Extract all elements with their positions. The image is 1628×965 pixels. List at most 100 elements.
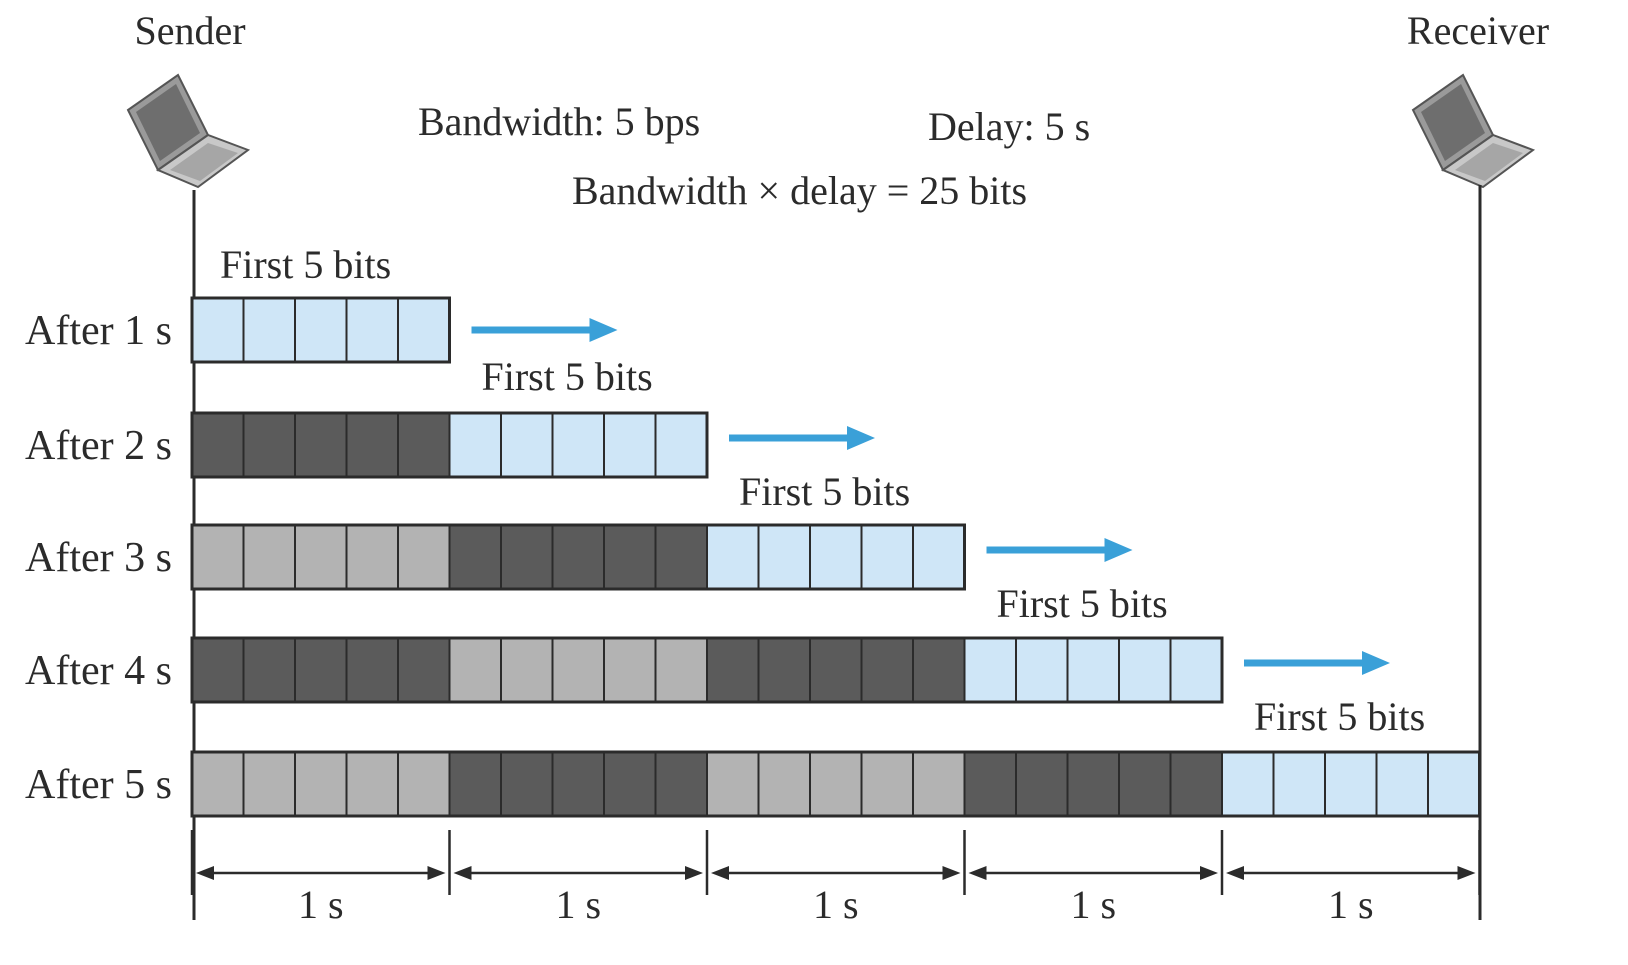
bit-cell-gray (448, 637, 502, 703)
bit-cell-dark (912, 637, 966, 703)
bit-cell-gray (603, 637, 657, 703)
bit-cell-dark (603, 751, 657, 817)
bit-cell-dark (242, 637, 296, 703)
bit-cell-dark (397, 637, 451, 703)
bit-cell-dark (345, 412, 399, 478)
bit-cell-dark (963, 751, 1017, 817)
bit-cell-dark (448, 524, 502, 590)
bit-cell-light (294, 297, 348, 363)
bit-cell-light (1375, 751, 1429, 817)
bit-cell-gray (345, 751, 399, 817)
transfer-arrow-head (589, 318, 618, 342)
bit-cell-dark (191, 412, 245, 478)
bit-cell-gray (397, 524, 451, 590)
bit-cell-light (603, 412, 657, 478)
sender-label: Sender (134, 8, 245, 53)
timeline-segment-label: 1 s (298, 882, 344, 927)
bit-cell-gray (500, 637, 554, 703)
bit-cell-dark (500, 524, 554, 590)
bit-cell-light (654, 412, 708, 478)
row-frame (190, 296, 451, 364)
bit-cell-dark (551, 524, 605, 590)
row-label: After 3 s (25, 535, 172, 581)
bit-cell-light (448, 412, 502, 478)
row-label: After 2 s (25, 423, 172, 469)
bit-cell-gray (242, 524, 296, 590)
bit-cell-light (963, 637, 1017, 703)
bit-cell-light (345, 297, 399, 363)
bit-cell-light (809, 524, 863, 590)
bit-cell-light (551, 412, 605, 478)
bit-cell-light (1118, 637, 1172, 703)
bit-cell-gray (860, 751, 914, 817)
timeline-arrow-left (968, 866, 987, 880)
row-after-5s: After 5 s (25, 750, 1481, 818)
delay-label: Delay: 5 s (928, 104, 1090, 149)
bit-cell-dark (1118, 751, 1172, 817)
timeline-segment-label: 1 s (1328, 882, 1374, 927)
timeline-arrow-right (942, 866, 961, 880)
bit-cell-dark (706, 637, 760, 703)
bit-cell-dark (448, 751, 502, 817)
bit-cell-light (1066, 637, 1120, 703)
bit-cell-gray (809, 751, 863, 817)
bit-cell-dark (294, 637, 348, 703)
bit-cell-gray (757, 751, 811, 817)
row-frame (190, 523, 966, 591)
bit-cell-light (1015, 637, 1069, 703)
timeline-arrow-left (711, 866, 729, 880)
bit-cell-dark (500, 751, 554, 817)
first-5-bits-label: First 5 bits (220, 242, 391, 287)
bit-cell-light (1324, 751, 1378, 817)
bit-cell-dark (1015, 751, 1069, 817)
bit-cell-light (191, 297, 245, 363)
bit-cell-dark (654, 524, 708, 590)
bit-cell-dark (397, 412, 451, 478)
first-5-bits-label: First 5 bits (1254, 694, 1425, 739)
bit-cell-dark (551, 751, 605, 817)
bit-cell-light (1169, 637, 1223, 703)
row-after-3s: After 3 s First 5 bits (25, 523, 1168, 626)
row-label: After 5 s (25, 762, 172, 808)
bit-cell-light (912, 524, 966, 590)
bit-cell-gray (912, 751, 966, 817)
row-frame (190, 750, 1481, 818)
bit-cell-gray (345, 524, 399, 590)
first-5-bits-label: First 5 bits (997, 581, 1168, 626)
bit-cell-dark (345, 637, 399, 703)
bit-cell-gray (242, 751, 296, 817)
bit-cell-light (1427, 751, 1481, 817)
bit-cell-gray (706, 751, 760, 817)
bit-cell-light (500, 412, 554, 478)
receiver-laptop-icon (1411, 73, 1536, 189)
bit-cell-dark (757, 637, 811, 703)
bit-cell-gray (191, 751, 245, 817)
bit-cell-dark (654, 751, 708, 817)
bit-cell-dark (191, 637, 245, 703)
bit-cell-dark (1066, 751, 1120, 817)
bit-cell-gray (294, 751, 348, 817)
bandwidth-label: Bandwidth: 5 bps (418, 99, 700, 144)
bit-cell-gray (294, 524, 348, 590)
row-frame (190, 411, 709, 479)
transfer-arrow-head (1362, 651, 1390, 675)
timeline-arrow-right (685, 866, 703, 880)
bit-cell-gray (551, 637, 605, 703)
sender-laptop-icon (126, 73, 251, 189)
bit-cell-light (242, 297, 296, 363)
row-label: After 1 s (25, 308, 172, 354)
timeline-arrow-right (427, 866, 446, 880)
bit-cell-dark (242, 412, 296, 478)
first-5-bits-label: First 5 bits (739, 469, 910, 514)
bit-cell-dark (860, 637, 914, 703)
transfer-arrow-head (847, 426, 875, 450)
bit-cell-light (706, 524, 760, 590)
bit-cell-dark (294, 412, 348, 478)
bit-cell-light (1221, 751, 1275, 817)
timeline-arrow-right (1457, 866, 1476, 880)
